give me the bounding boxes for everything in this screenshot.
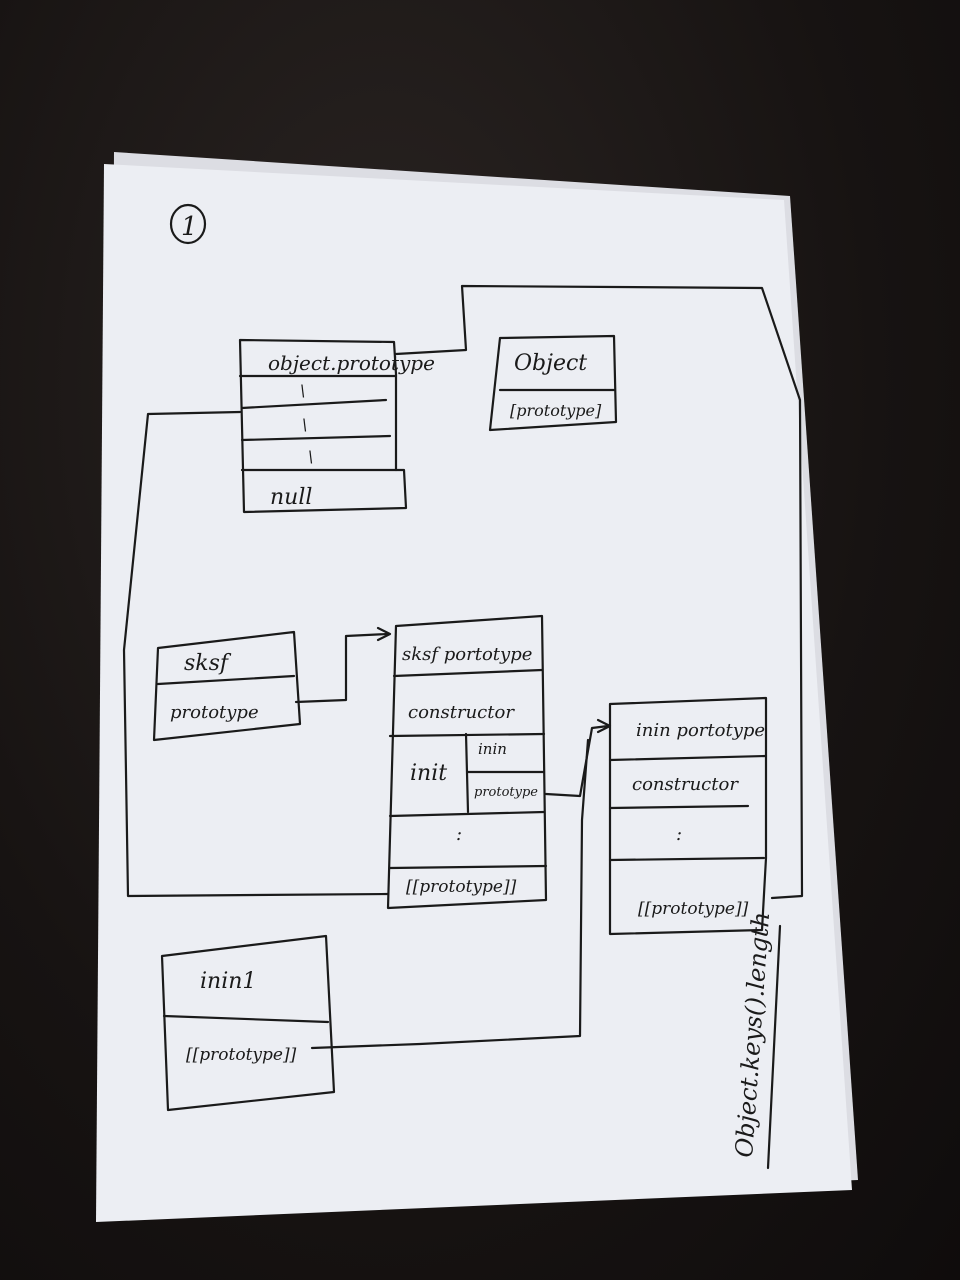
connector-object-proto-loop <box>394 284 804 900</box>
sksf-constructor: constructor <box>408 702 515 723</box>
inin1-title: inin1 <box>200 969 256 994</box>
object-prototype-row: \ <box>300 381 305 400</box>
arrow-sksf-prototype <box>294 632 390 704</box>
inin-portotype-box: inin portotype constructor : [[prototype… <box>608 696 768 936</box>
connector-left-loop <box>122 410 390 898</box>
sksf-portotype-box: sksf portotype constructor init inin pro… <box>386 614 548 910</box>
inin1-prototype: [[prototype]] <box>186 1045 297 1065</box>
sksf-init-prototype: prototype <box>474 785 538 800</box>
object-constructor-box: Object [prototype] <box>488 334 618 432</box>
object-prototype-null: null <box>270 485 312 510</box>
paper <box>96 164 852 1222</box>
page-number-mark: 1 <box>169 203 207 245</box>
sksf-ellipsis: : <box>456 824 462 845</box>
page-number: 1 <box>181 212 198 242</box>
sksf-init-inin: inin <box>478 740 507 758</box>
sksf-box: sksf prototype <box>152 630 302 742</box>
inin-portotype-title: inin portotype <box>636 720 765 741</box>
inin-ellipsis: : <box>676 824 682 845</box>
object-prototype-box: object.prototype \ \ \ null <box>238 338 435 514</box>
sksf-proto-link: [[prototype]] <box>406 877 517 897</box>
object-constructor-title: Object <box>514 351 587 376</box>
inin1-box: inin1 [[prototype]] <box>160 934 336 1112</box>
object-constructor-prototype: [prototype] <box>510 401 602 420</box>
object-prototype-row: \ <box>308 447 313 466</box>
object-prototype-row: \ <box>302 415 307 434</box>
sksf-init: init <box>410 761 447 786</box>
object-prototype-title: object.prototype <box>268 351 435 375</box>
inin-constructor: constructor <box>632 774 739 795</box>
connector-inin1-proto <box>310 738 590 1050</box>
sksf-prototype: prototype <box>170 702 259 723</box>
sksf-title: sksf <box>184 651 232 676</box>
inin-proto-link: [[prototype]] <box>638 899 749 919</box>
sksf-portotype-title: sksf portotype <box>402 644 532 665</box>
